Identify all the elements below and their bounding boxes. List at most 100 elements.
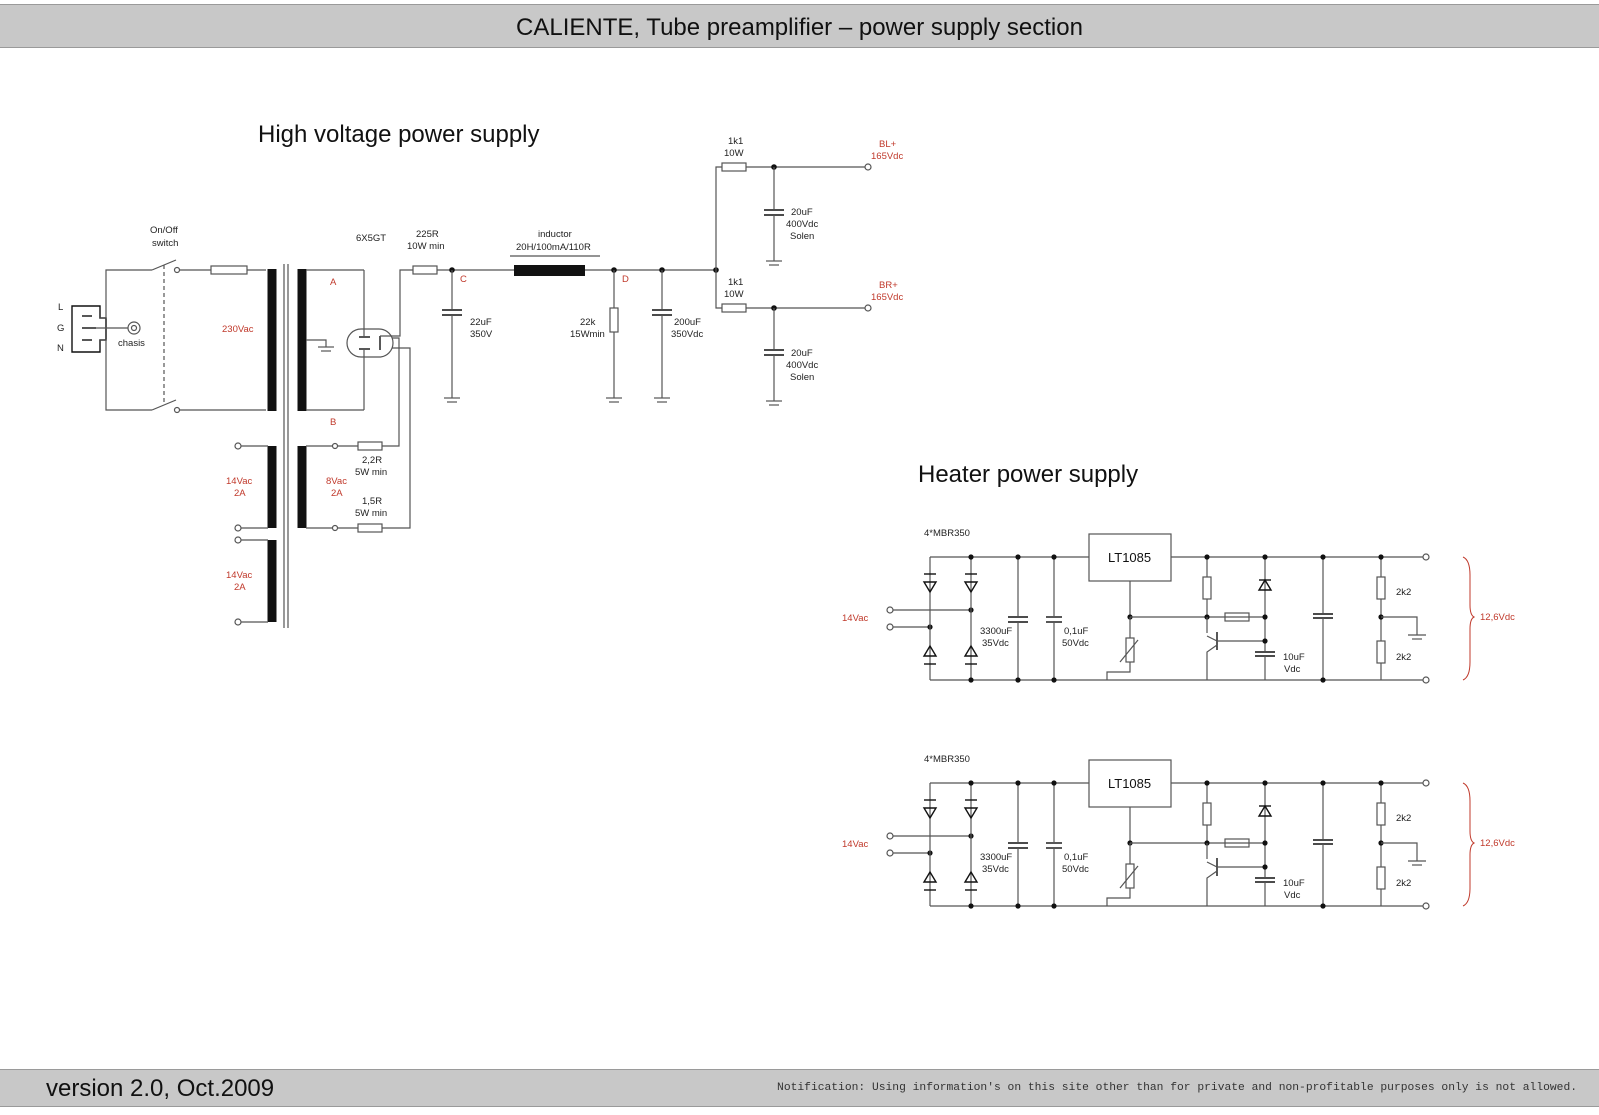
bl-label-2: 165Vdc [871,151,903,162]
r2-label: 2k2 [1396,878,1411,889]
inductor: inductor 20H/100mA/110R [510,229,716,276]
cout-label-2: Vdc [1284,890,1301,901]
cap-20uf-bottom: 20uF 400Vdc Solen [764,308,818,406]
bl-output-terminal [864,163,872,171]
sec14a-label-2: 2A [234,488,246,499]
cap20a-label-1: 20uF [791,207,813,218]
resistor-22k: 22k 15Wmin [570,270,622,403]
resistor-1r5 [357,523,383,533]
hv-heading: High voltage power supply [258,121,540,148]
bl-label-1: BL+ [879,139,897,150]
cout-label-1: 10uF [1283,878,1305,889]
output-label: 12,6Vdc [1480,838,1515,849]
cbig-label-1: 3300uF [980,852,1012,863]
heater-heading: Heater power supply [918,461,1138,488]
diodes-label: 4*MBR350 [924,528,970,539]
footer-bar: version 2.0, Oct.2009 Notification: Usin… [0,1069,1599,1107]
diodes-label: 4*MBR350 [924,754,970,765]
notification-text: Notification: Using information's on thi… [777,1082,1577,1094]
node-d-label: D [622,274,629,285]
node-b-label: B [330,417,336,428]
br-label-1: BR+ [879,280,898,291]
cap22-label-1: 22uF [470,317,492,328]
r2-label: 2k2 [1396,652,1411,663]
sec8-label-1: 8Vac [326,476,347,487]
page-title: CALIENTE, Tube preamplifier – power supp… [516,14,1083,41]
cap20a-label-3: Solen [790,231,814,242]
rectifier-tube: 6X5GT [346,233,413,410]
version-label: version 2.0, Oct.2009 [46,1075,275,1102]
cout-label-1: 10uF [1283,652,1305,663]
cap-200uf: 200uF 350Vdc [652,270,703,403]
sec14b-label-1: 14Vac [226,570,252,581]
input-label: 14Vac [842,839,868,850]
switch-label-1: On/Off [150,225,178,236]
resistor-1k1-top [721,162,747,172]
rbot-label-1: 1k1 [728,277,743,288]
high-voltage-section: High voltage power supply L G N chasis [57,121,903,628]
res22k-label-1: 22k [580,317,596,328]
switch-label-2: switch [152,238,178,249]
cap20b-label-3: Solen [790,372,814,383]
cbig-label-2: 35Vdc [982,638,1009,649]
rbot-label-2: 10W [724,289,744,300]
sec8-label-2: 2A [331,488,343,499]
fuse [210,265,248,275]
csmall-label-2: 50Vdc [1062,864,1089,875]
sec14b-label-2: 2A [234,582,246,593]
cap20b-label-2: 400Vdc [786,360,818,371]
rtop-label-1: 1k1 [728,136,743,147]
cap-20uf-top: 20uF 400Vdc Solen [764,167,818,266]
csmall-label-2: 50Vdc [1062,638,1089,649]
title-bar: CALIENTE, Tube preamplifier – power supp… [0,4,1599,48]
resistor-225r [412,265,438,275]
input-label: 14Vac [842,613,868,624]
cap20a-label-2: 400Vdc [786,219,818,230]
regulator-label: LT1085 [1108,550,1151,565]
res225-label-2: 10W min [407,241,444,252]
node-c-label: C [460,274,467,285]
tube-label: 6X5GT [356,233,386,244]
res22k-label-2: 15Wmin [570,329,605,340]
r1-label: 2k2 [1396,813,1411,824]
node-a-label: A [330,277,337,288]
chasis-label: chasis [118,338,145,349]
regulator-label: LT1085 [1108,776,1151,791]
res225-label-1: 225R [416,229,439,240]
cap200-label-1: 200uF [674,317,701,328]
res-2r2-label-1: 2,2R [362,455,382,466]
res-1r5-label-1: 1,5R [362,496,382,507]
sec14a-label-1: 14Vac [226,476,252,487]
cap20b-label-1: 20uF [791,348,813,359]
r1-label: 2k2 [1396,587,1411,598]
csmall-label-1: 0,1uF [1064,626,1088,637]
pin-n-label: N [57,343,64,354]
pin-g-label: G [57,323,64,334]
cout-label-2: Vdc [1284,664,1301,675]
iec-inlet: L G N chasis [57,302,145,354]
resistor-1k1-bottom [721,303,747,313]
inductor-label-2: 20H/100mA/110R [516,242,591,253]
cap22-label-2: 350V [470,329,493,340]
res-2r2-label-2: 5W min [355,467,387,478]
heater-circuit-2: 4*MBR350 14Vac 3300uF 35Vdc 0 [842,754,1515,910]
rtop-label-2: 10W [724,148,744,159]
cap200-label-2: 350Vdc [671,329,703,340]
output-label: 12,6Vdc [1480,612,1515,623]
br-output-terminal [864,304,872,312]
pin-l-label: L [58,302,63,313]
inductor-label-1: inductor [538,229,572,240]
mains-switch: On/Off switch [100,225,266,414]
cap-22uf: 22uF 350V [442,270,493,403]
cbig-label-2: 35Vdc [982,864,1009,875]
heater-circuit-1: 4*MBR350 14Vac 3300uF 35Vdc [842,528,1515,684]
csmall-label-1: 0,1uF [1064,852,1088,863]
resistor-2r2 [357,441,383,451]
primary-label: 230Vac [222,324,254,335]
br-label-2: 165Vdc [871,292,903,303]
power-transformer: 230Vac A B 14Vac 2A 14Vac 2A 8Vac 2A [222,264,411,628]
cbig-label-1: 3300uF [980,626,1012,637]
res-1r5-label-2: 5W min [355,508,387,519]
